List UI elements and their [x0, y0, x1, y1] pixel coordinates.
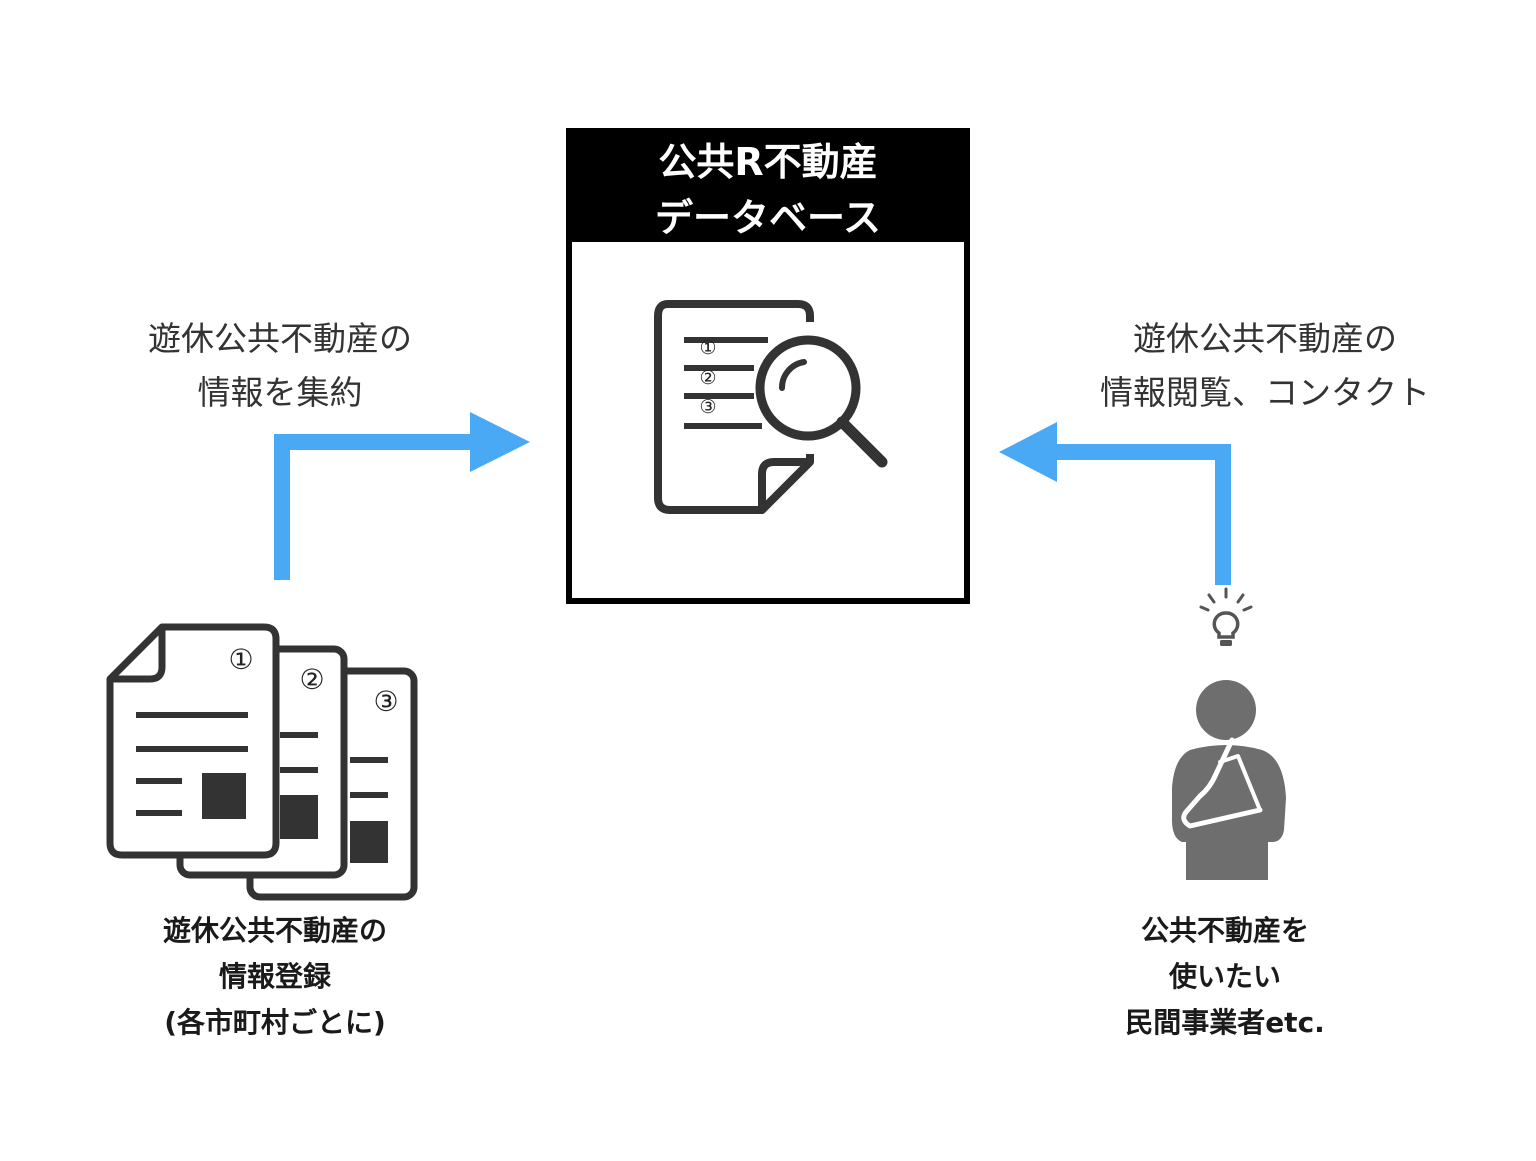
user-label: 公共不動産を 使いたい 民間事業者etc.	[1060, 908, 1390, 1046]
right-arrow-caption: 遊休公共不動産の 情報閲覧、コンタクト	[1070, 312, 1460, 420]
document-search-icon: ① ② ③	[654, 300, 888, 514]
person-head	[1196, 680, 1256, 740]
left-caption-line1: 遊休公共不動産の	[148, 319, 412, 358]
database-title-line2: データベース	[654, 196, 882, 240]
document-top-edge	[668, 300, 814, 322]
person-thinking-icon	[1172, 680, 1286, 880]
documents-label-line2: 情報登録	[218, 960, 331, 993]
person-body	[1172, 745, 1286, 880]
documents-label-line3: (各市町村ごとに)	[164, 1006, 386, 1039]
magnifier-handle	[836, 416, 888, 468]
doc-marker-2: ②	[699, 367, 716, 389]
register-arrow-shaft	[274, 434, 474, 580]
left-arrow-caption: 遊休公共不動産の 情報を集約	[120, 312, 440, 420]
document-fold	[758, 458, 810, 510]
user-label-line1: 公共不動産を	[1140, 914, 1309, 947]
left-caption-line2: 情報を集約	[197, 373, 363, 412]
doc-stack-marker-2: ②	[299, 663, 324, 696]
magnifier-lens	[755, 335, 861, 441]
person-forearm-outline	[1218, 754, 1262, 812]
register-arrow	[274, 412, 530, 580]
database-title: 公共R不動産 データベース	[572, 134, 964, 242]
magnifier-glint	[778, 359, 807, 391]
doc-stack-marker-3: ③	[373, 685, 398, 718]
documents-label-line1: 遊休公共不動産の	[162, 914, 387, 947]
document-outline	[654, 300, 814, 514]
right-caption-line2: 情報閲覧、コンタクト	[1100, 373, 1430, 412]
doc-stack-marker-1: ①	[228, 643, 253, 676]
documents-stack-icon: ③ ② ①	[106, 623, 418, 901]
document-1-icon: ①	[106, 623, 280, 859]
doc-marker-3: ③	[699, 396, 716, 418]
lightbulb-icon	[1199, 587, 1253, 646]
database-box: 公共R不動産 データベース ① ② ③	[566, 128, 970, 604]
person-arm-outline	[1181, 737, 1263, 829]
browse-arrow-head	[999, 422, 1057, 482]
register-arrow-head	[470, 412, 530, 472]
user-label-line3: 民間事業者etc.	[1125, 1006, 1325, 1039]
doc-marker-1: ①	[699, 337, 716, 359]
user-label-line2: 使いたい	[1168, 960, 1281, 993]
browse-arrow	[999, 422, 1231, 585]
browse-arrow-shaft	[1053, 444, 1231, 585]
documents-label: 遊休公共不動産の 情報登録 (各市町村ごとに)	[110, 908, 440, 1046]
right-caption-line1: 遊休公共不動産の	[1133, 319, 1397, 358]
database-title-line1: 公共R不動産	[658, 140, 878, 184]
